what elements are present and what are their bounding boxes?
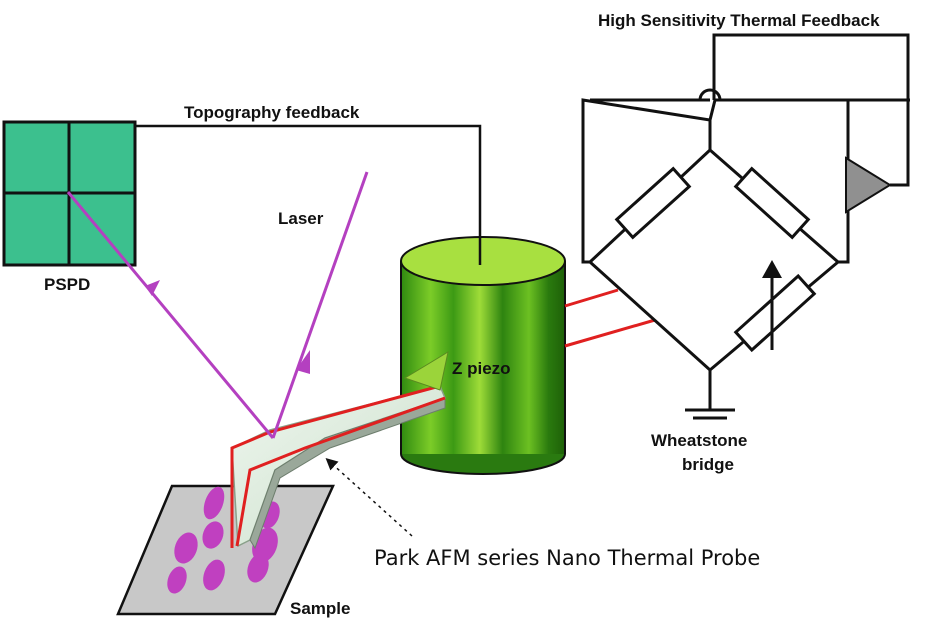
probe-wires xyxy=(564,288,656,348)
label-topography-feedback: Topography feedback xyxy=(184,103,360,122)
laser-arrow-down xyxy=(296,350,310,374)
label-pspd: PSPD xyxy=(44,275,90,294)
resistor-top-right xyxy=(733,166,811,240)
z-piezo-cylinder xyxy=(400,236,566,475)
laser-reflected-beam xyxy=(66,191,275,439)
topography-feedback-line xyxy=(135,124,482,265)
laser-beams xyxy=(66,171,369,439)
label-probe-caption: Park AFM series Nano Thermal Probe xyxy=(374,546,760,570)
label-sample: Sample xyxy=(290,599,350,618)
label-bridge: bridge xyxy=(682,455,734,474)
amplifier-icon xyxy=(712,33,910,214)
sample xyxy=(116,484,335,616)
sample-plate xyxy=(116,484,335,616)
label-thermal-feedback: High Sensitivity Thermal Feedback xyxy=(598,11,880,30)
wheatstone-bridge xyxy=(581,88,910,420)
label-laser: Laser xyxy=(278,209,324,228)
resistor-variable xyxy=(733,273,817,353)
laser-incident-beam xyxy=(271,171,369,439)
probe-mount xyxy=(403,350,449,391)
laser-arrow-up xyxy=(145,280,160,296)
label-wheatstone: Wheatstone xyxy=(651,431,747,450)
label-z-piezo: Z piezo xyxy=(452,359,511,378)
probe-pointer-arrow xyxy=(325,457,413,537)
thermal-probe xyxy=(230,350,449,550)
resistor-top-left xyxy=(614,166,692,240)
